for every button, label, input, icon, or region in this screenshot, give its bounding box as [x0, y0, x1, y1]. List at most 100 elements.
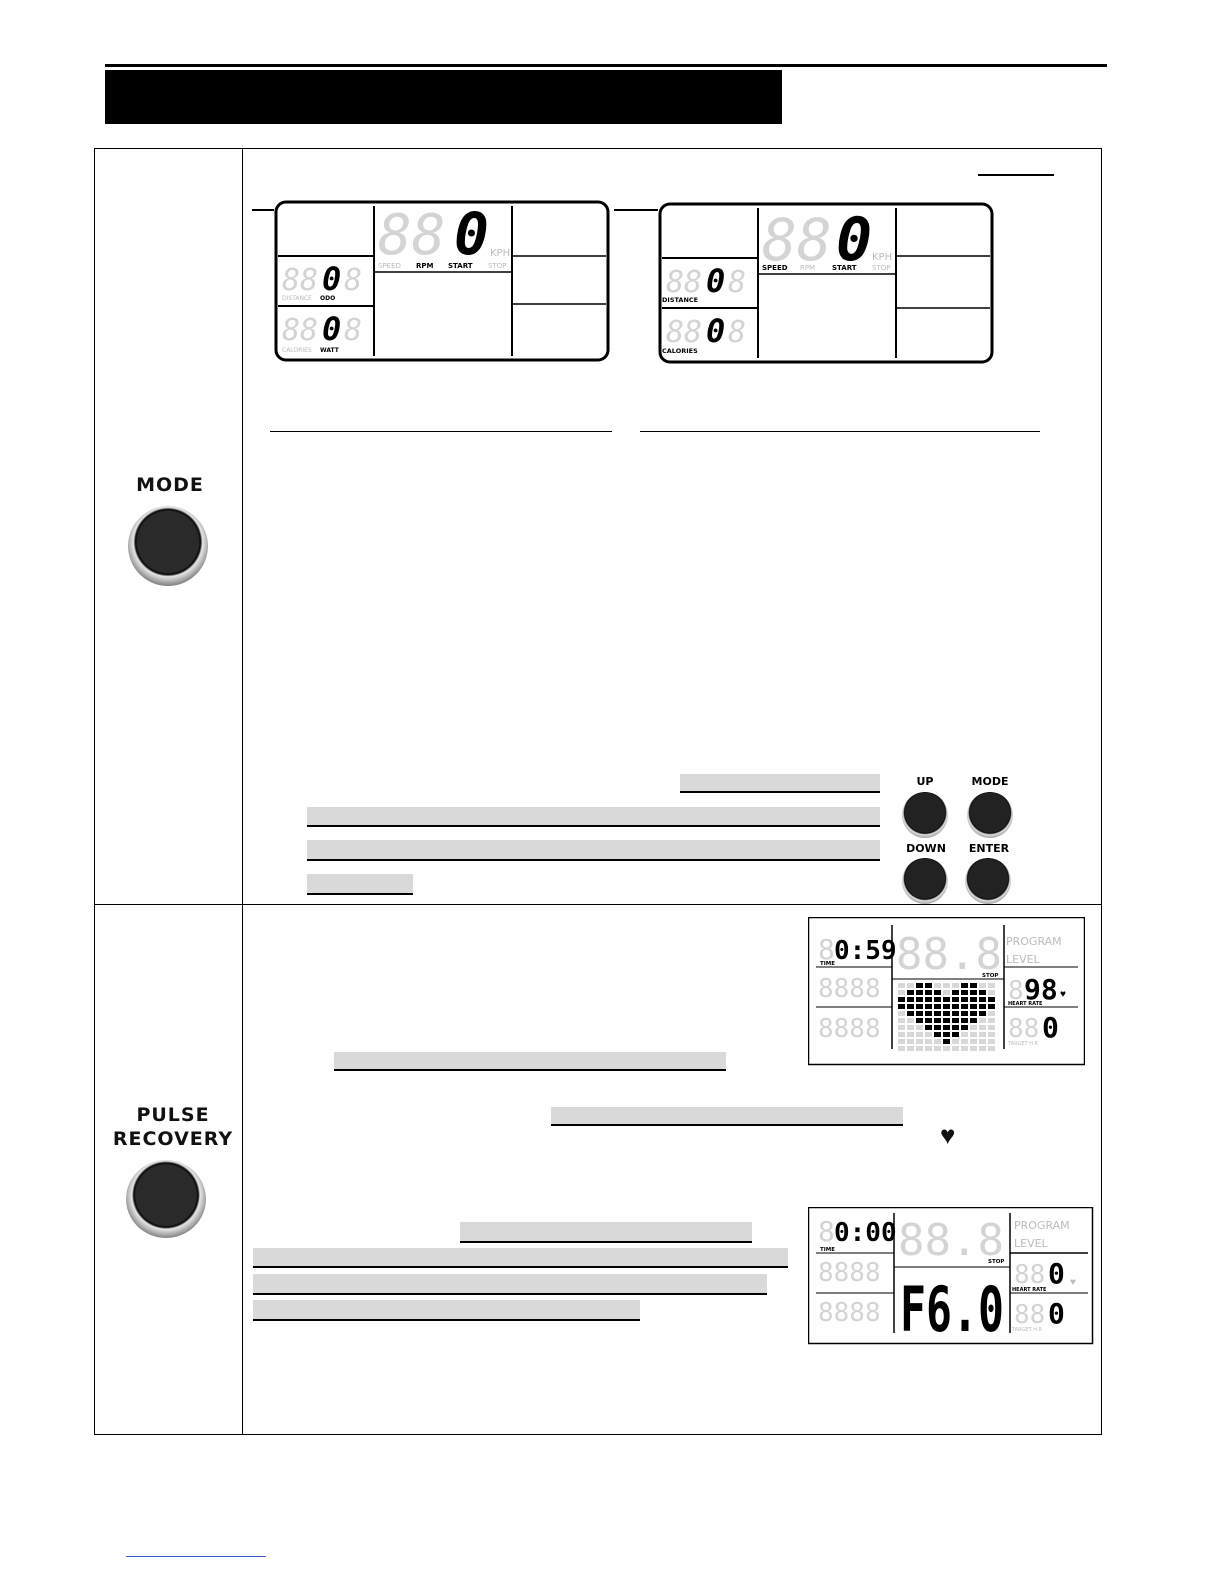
heart-matrix-cell: [961, 990, 968, 995]
heart-matrix-cell: [961, 1011, 968, 1016]
heart-matrix-cell: [961, 997, 968, 1002]
svg-text:88: 88: [1008, 1014, 1039, 1044]
heart-matrix-cell: [961, 1046, 968, 1051]
lcd-display-speed: 88. 0 KPH SPEED RPM START STOP 88 0 8 DI…: [614, 202, 994, 364]
heart-matrix-cell: [898, 1039, 905, 1044]
lcd-d-ghost-1: 8888: [818, 1258, 881, 1288]
heart-matrix-cell: [907, 1046, 914, 1051]
heart-matrix-cell: [979, 997, 986, 1002]
keypad-enter-label: ENTER: [968, 842, 1010, 855]
lcd-a-rpm-label: RPM: [416, 262, 434, 270]
footer-link-underline: [126, 1556, 266, 1557]
heart-matrix-cell: [979, 983, 986, 988]
heart-matrix-cell: [898, 997, 905, 1002]
lcd-a-watt-label: WATT: [320, 347, 340, 354]
heart-matrix-cell: [907, 1032, 914, 1037]
mode-button[interactable]: [128, 506, 208, 586]
mode-button-label: MODE: [136, 474, 204, 496]
up-button[interactable]: [902, 792, 948, 838]
heart-matrix-cell: [916, 1046, 923, 1051]
lcd-d-program-label: PROGRAM: [1014, 1219, 1070, 1232]
svg-text:88: 88: [1014, 1260, 1045, 1290]
lcd-c-target-label: TARGET H.R: [1007, 1041, 1038, 1047]
keypad-down-label: DOWN: [906, 842, 946, 855]
heart-matrix-cell: [925, 1018, 932, 1023]
pulse-recovery-button[interactable]: [126, 1160, 206, 1238]
lcd-a-distance-label: DISTANCE: [282, 295, 312, 302]
lcd-d-heart-rate-label: HEART RATE: [1012, 1287, 1047, 1293]
pulse-button-label-line2: RECOVERY: [112, 1128, 234, 1150]
lcd-d-time: 0:00: [834, 1218, 897, 1248]
lcd-b-stop-label: STOP: [872, 264, 890, 272]
keypad-mode-label: MODE: [971, 775, 1009, 788]
heart-matrix-cell: [952, 983, 959, 988]
lcd-c-ghost-2: 8888: [818, 1014, 881, 1044]
lcd-c-time-label: TIME: [820, 961, 835, 967]
heart-matrix-cell: [934, 983, 941, 988]
heart-matrix-cell: [916, 1004, 923, 1009]
heart-matrix-cell: [925, 997, 932, 1002]
heart-matrix-cell: [916, 1032, 923, 1037]
heart-matrix-cell: [988, 1039, 995, 1044]
pulse-highlight-3: [460, 1222, 752, 1243]
heart-matrix-cell: [988, 1018, 995, 1023]
pulse-highlight-6: [253, 1300, 640, 1321]
heart-matrix-cell: [925, 1032, 932, 1037]
heart-matrix-cell: [898, 1004, 905, 1009]
heart-matrix-cell: [961, 1025, 968, 1030]
heart-matrix-cell: [943, 997, 950, 1002]
heart-matrix-cell: [988, 1032, 995, 1037]
heart-matrix-cell: [916, 983, 923, 988]
heart-matrix-cell: [898, 1025, 905, 1030]
pulse-highlight-4: [253, 1248, 788, 1268]
lcd-a-odo-label: ODO: [320, 295, 335, 302]
heart-matrix-cell: [925, 990, 932, 995]
section-title-bar: [105, 70, 782, 124]
heart-matrix-cell: [934, 1032, 941, 1037]
heart-matrix-cell: [898, 1018, 905, 1023]
heart-matrix-cell: [907, 1011, 914, 1016]
heart-matrix-cell: [907, 1025, 914, 1030]
heart-matrix-cell: [979, 1011, 986, 1016]
heart-matrix-cell: [898, 1032, 905, 1037]
lcd-a-calories-value: 0: [322, 310, 341, 348]
heart-matrix-cell: [970, 1039, 977, 1044]
heart-matrix-cell: [988, 990, 995, 995]
lcd-a-main-value: 0: [454, 200, 489, 268]
lcd-c-program-label: PROGRAM: [1006, 935, 1062, 948]
heart-matrix-cell: [952, 1018, 959, 1023]
heart-matrix-cell: [943, 983, 950, 988]
svg-text:8: 8: [818, 1215, 835, 1248]
lcd-b-unit: KPH: [872, 252, 892, 263]
heart-matrix-cell: [898, 990, 905, 995]
svg-text:8: 8: [728, 315, 746, 350]
heart-matrix-cell: [934, 1011, 941, 1016]
heart-matrix-cell: [988, 1046, 995, 1051]
heart-matrix-cell: [916, 1039, 923, 1044]
heart-matrix-cell: [970, 1046, 977, 1051]
heart-matrix-cell: [952, 1046, 959, 1051]
heart-matrix-cell: [970, 997, 977, 1002]
heart-matrix-cell: [925, 983, 932, 988]
svg-text:8: 8: [818, 933, 835, 966]
heart-matrix-cell: [970, 1018, 977, 1023]
highlight-line-4: [307, 874, 413, 895]
heart-matrix-cell: [907, 1039, 914, 1044]
heart-matrix-cell: [952, 1004, 959, 1009]
svg-text:88: 88: [666, 265, 702, 300]
svg-text:8: 8: [728, 265, 746, 300]
lcd-d-level-label: LEVEL: [1014, 1237, 1049, 1250]
heart-matrix-cell: [943, 1032, 950, 1037]
heart-matrix-cell: [979, 990, 986, 995]
heart-matrix-cell: [934, 1039, 941, 1044]
down-button[interactable]: [902, 858, 948, 904]
lcd-b-main-value: 0: [836, 205, 872, 275]
heart-matrix-cell: [907, 1004, 914, 1009]
lcd-a-calories-label: CALORIES: [282, 347, 312, 354]
heart-matrix-cell: [988, 1011, 995, 1016]
mode-small-button[interactable]: [967, 792, 1013, 838]
enter-button[interactable]: [965, 858, 1011, 904]
svg-text:8: 8: [344, 313, 362, 348]
heart-matrix-cell: [925, 1046, 932, 1051]
table-column-divider: [242, 148, 243, 1435]
